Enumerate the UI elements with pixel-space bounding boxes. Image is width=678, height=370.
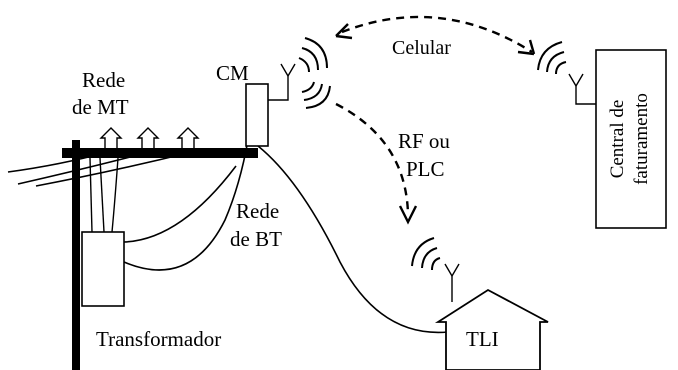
cm-module-box [245,83,269,147]
label-celular: Celular [392,37,451,59]
cm-signal-waves-up-icon [298,37,328,73]
insulator-icon [136,127,160,148]
billing-antenna-mast [575,86,596,105]
label-rede-mt-1: Rede [82,68,125,92]
label-central-line-1: Central de [607,100,628,179]
label-cm: CM [216,61,249,85]
pole-crossarm [62,148,258,158]
label-rede-bt-2: de BT [230,227,282,251]
label-central-line-2: faturamento [631,93,652,185]
label-transformador: Transformador [96,327,221,351]
insulator-icons [99,127,200,148]
utility-pole [62,140,258,370]
cm-antenna-icon [280,63,296,78]
label-tli: TLI [466,327,499,351]
label-rede-bt-1: Rede [236,199,279,223]
cellular-arrowhead-left [335,23,353,40]
billing-signal-waves-icon [537,41,567,75]
label-rf-ou: RF ou [398,129,450,153]
cm-antenna-mast [268,76,289,101]
house-antenna-icon [444,263,460,278]
label-rede-mt-2: de MT [72,95,129,119]
rf-plc-link-arrow [335,102,410,215]
bt-network-wires [123,139,449,334]
pole-post [72,140,80,370]
cellular-link-arrow [341,15,533,54]
insulator-icon [99,127,123,148]
rf-plc-arrowhead [398,205,418,225]
billing-center-box [595,49,667,229]
transformer-box [81,231,125,307]
cellular-arrowhead-right [517,39,536,56]
house-signal-waves-icon [411,237,441,271]
transformer-leads [89,157,119,233]
insulator-icon [176,127,200,148]
label-plc: PLC [406,157,445,181]
house-icon [434,288,549,370]
cm-signal-waves-down-icon [301,81,331,109]
label-central-faturamento: Central de faturamento [607,93,652,185]
billing-antenna-icon [568,73,584,88]
